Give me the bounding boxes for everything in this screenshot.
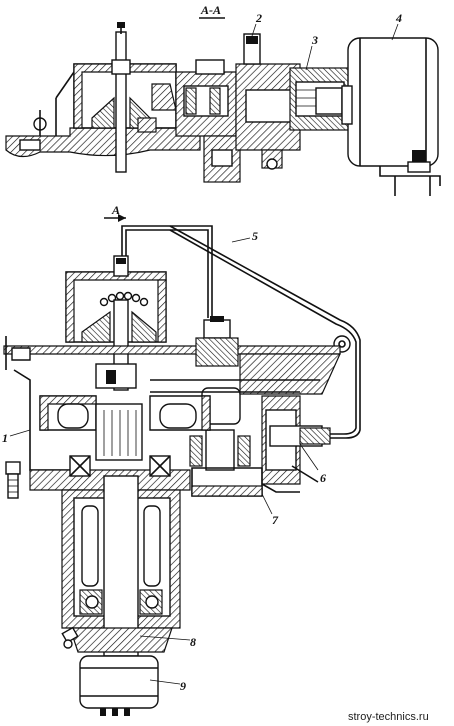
- vertical-section-view: А: [2, 203, 361, 716]
- callout-9: 9: [180, 679, 186, 693]
- callout-5: 5: [252, 229, 258, 243]
- callout-8: 8: [190, 635, 196, 649]
- callout-1: 1: [2, 431, 8, 445]
- callout-3: 3: [311, 33, 318, 47]
- watermark: stroy-technics.ru: [348, 711, 429, 723]
- callout-7: 7: [272, 513, 279, 527]
- section-title: А-А: [200, 3, 221, 17]
- callout-6: 6: [320, 471, 326, 485]
- section-a-a-view: А-А: [5, 3, 441, 196]
- cut-mark: А: [111, 203, 120, 217]
- callout-2: 2: [255, 11, 262, 25]
- callout-4: 4: [395, 11, 402, 25]
